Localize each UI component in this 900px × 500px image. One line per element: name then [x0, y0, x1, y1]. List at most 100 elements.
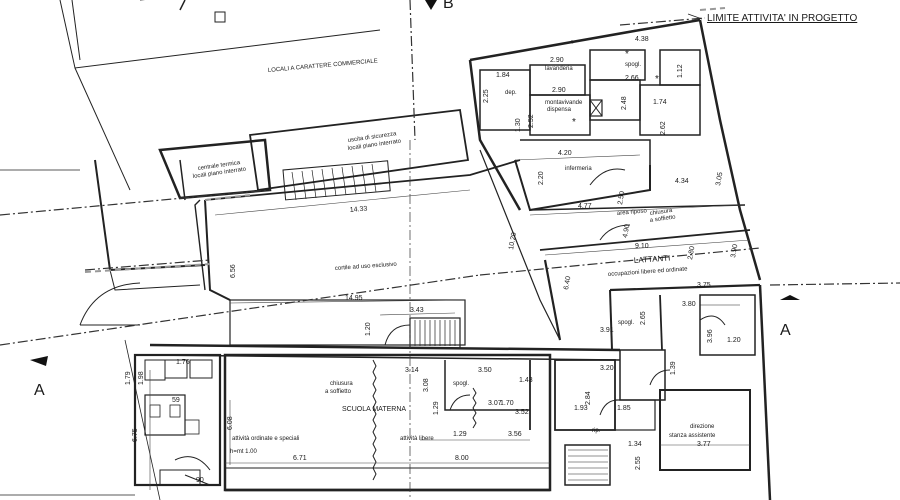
dim-3-75: 3.75 — [697, 282, 711, 289]
marker-asterisks: * * * * — [570, 39, 659, 128]
room-courtyard: cortile ad uso esclusivo — [335, 262, 398, 272]
dim-3-07: 3.07 — [488, 400, 502, 407]
dim-4-20: 4.20 — [558, 150, 572, 157]
dim-2-55: 2.55 — [635, 456, 642, 470]
svg-text:*: * — [572, 117, 576, 128]
dim-2-25: 2.25 — [483, 89, 490, 103]
dim-4-38: 4.38 — [635, 36, 649, 43]
dim-4-77: 4.77 — [578, 203, 592, 210]
room-direction-1: direzione — [690, 424, 715, 430]
dim-3-90: 3.90 — [730, 244, 739, 259]
section-a-right-label: A — [780, 322, 791, 339]
dim-3-80: 3.80 — [682, 301, 696, 308]
dim-1-39: 1.39 — [670, 361, 677, 375]
dim-1-84: 1.84 — [496, 72, 510, 79]
room-activities-ordered: attività ordinate e speciali — [232, 436, 299, 442]
dim-59: 59 — [172, 397, 180, 404]
dim-8-00: 8.00 — [455, 455, 469, 462]
dim-3-08: 3.08 — [423, 378, 430, 392]
dim-6-75: 6.75 — [132, 428, 139, 442]
room-folding-top-1: chiusura — [649, 208, 673, 217]
section-a-left-label: A — [34, 382, 45, 399]
section-arrow-b — [425, 0, 437, 10]
dim-1-20-b: 1.20 — [727, 337, 741, 344]
dim-1-29-b: 1.29 — [453, 431, 467, 438]
dim-6-08: 6.08 — [227, 416, 234, 430]
limit-leader-line — [687, 13, 703, 20]
section-b-label: B — [443, 0, 454, 12]
dim-3-20: 3.20 — [600, 365, 614, 372]
dim-1-74: 1.74 — [653, 99, 667, 106]
door-height-note: h=mt 1.00 — [230, 449, 258, 455]
room-lift-pantry-1: montavivande — [545, 100, 583, 106]
limit-label: LIMITE ATTIVITA' IN PROGETTO — [707, 13, 857, 24]
dim-14-95: 14.95 — [345, 295, 363, 302]
room-wc: rip. — [592, 428, 601, 434]
dim-6-71: 6.71 — [293, 455, 307, 462]
dim-9-10: 9.10 — [635, 243, 649, 250]
dim-2-90-a: 2.90 — [550, 57, 564, 64]
svg-text:*: * — [625, 49, 629, 60]
dim-2-65: 2.65 — [640, 311, 647, 325]
room-direction-2: stanza assistente — [669, 433, 716, 439]
room-folding-mid-1: chiusura — [330, 381, 353, 387]
dim-1-70: 1.70 — [500, 400, 514, 407]
dim-14-33: 14.33 — [350, 205, 368, 214]
dim-2-84: 2.84 — [585, 391, 592, 405]
dim-10-20: 10.20 — [508, 232, 518, 251]
dim-1-79: 1.79 — [125, 371, 132, 385]
dim-1-76: 1.76 — [176, 359, 190, 366]
dim-2-48: 2.48 — [621, 96, 628, 110]
dim-2-52: 2.52 — [528, 114, 535, 128]
dim-1-93: 1.93 — [574, 405, 588, 412]
dim-3-14: 3.14 — [405, 367, 419, 374]
activity-boundary — [84, 7, 726, 273]
room-thermal-1: centrale termica — [197, 160, 241, 172]
room-infirmary: infermeria — [565, 166, 592, 172]
dim-1-43: 1.43 — [519, 377, 533, 384]
dim-3-91: 3.91 — [600, 327, 614, 334]
room-folding-mid-2: a soffietto — [325, 389, 352, 395]
dim-2-20: 2.20 — [538, 171, 545, 185]
room-activities-free: attività libere — [400, 436, 434, 442]
room-lift-pantry-2: dispensa — [547, 107, 572, 113]
dim-6-40: 6.40 — [563, 276, 572, 291]
dim-1-20-a: 1.20 — [365, 322, 372, 336]
svg-text:*: * — [655, 74, 659, 85]
room-changing-right: spogl. — [618, 320, 634, 326]
dim-3-52: 3.52 — [515, 409, 529, 416]
dim-90: 90 — [196, 477, 204, 484]
room-kindergarten: SCUOLA MATERNA — [342, 406, 406, 413]
dim-6-56: 6.56 — [230, 264, 237, 278]
dim-3-50: 3.50 — [478, 367, 492, 374]
room-changing-top: spogl. — [625, 62, 641, 68]
dim-1-29: 1.29 — [433, 401, 440, 415]
dim-3-56: 3.56 — [508, 431, 522, 438]
dim-4-90: 4.90 — [622, 224, 631, 239]
dim-3-77: 3.77 — [697, 441, 711, 448]
section-arrow-a-left — [30, 356, 48, 366]
room-infants-activities: occupazioni libere ed ordinate — [608, 266, 689, 278]
room-commercial: LOCALI A CARATTERE COMMERCIALE — [268, 58, 378, 74]
dim-1-98: 1.98 — [138, 371, 145, 385]
dim-2-50: 2.50 — [617, 191, 626, 206]
plan-linework — [0, 0, 772, 500]
room-changing-mid: spogl. — [453, 381, 469, 387]
room-infants: LATTANTI — [634, 253, 671, 265]
dim-3-43: 3.43 — [410, 307, 424, 314]
dim-3-96: 3.96 — [707, 329, 714, 343]
room-folding-top-2: a soffietto — [649, 214, 676, 224]
room-pantry: dep. — [505, 90, 517, 96]
dim-1-85: 1.85 — [617, 405, 631, 412]
dim-2-80: 2.80 — [687, 246, 696, 261]
dim-2-62: 2.62 — [660, 121, 667, 135]
svg-text:*: * — [570, 39, 574, 50]
room-rest-area: area riposo — [617, 208, 648, 217]
dim-2-66: 2.66 — [625, 75, 639, 82]
dim-1-30: 1.30 — [515, 118, 522, 132]
room-laundry: lavanderia — [545, 66, 573, 72]
dim-1-34: 1.34 — [628, 441, 642, 448]
dim-4-34: 4.34 — [675, 178, 689, 185]
